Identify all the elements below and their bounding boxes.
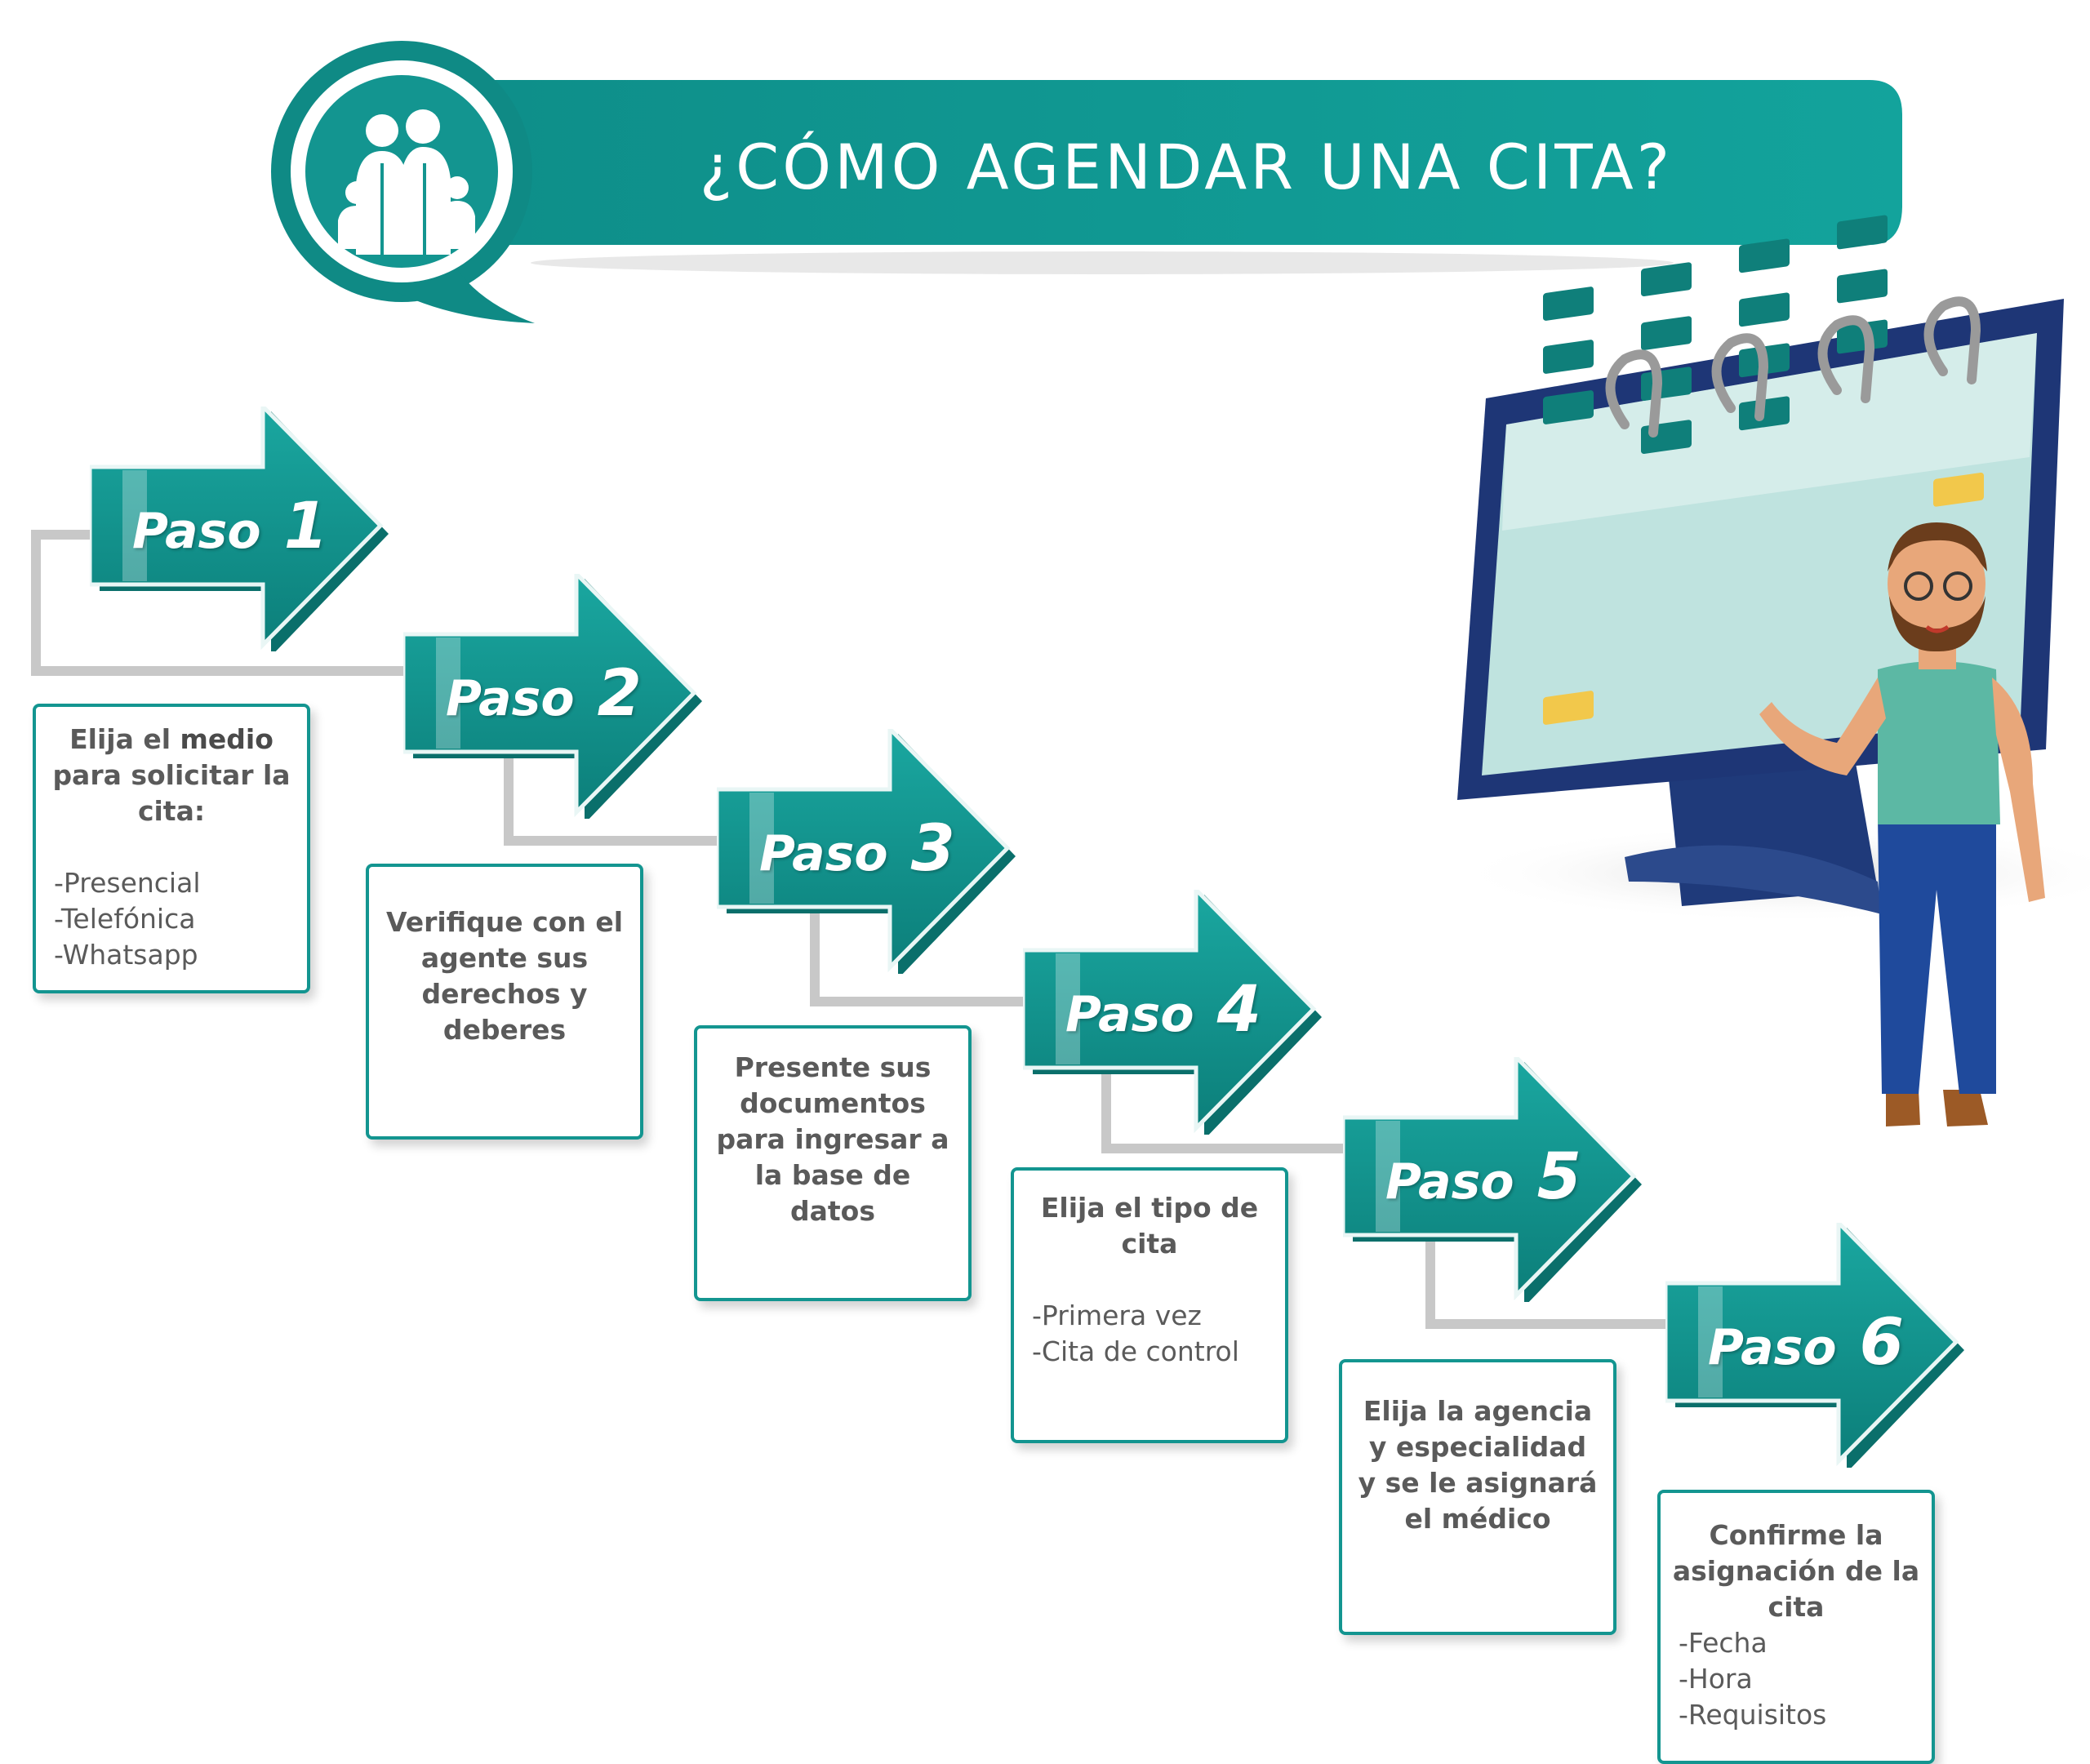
step-6-option: -Hora <box>1679 1663 1753 1695</box>
step-box-3: Presente sus documentos para ingresar a … <box>694 1025 972 1301</box>
step-4-option: -Primera vez <box>1032 1300 1202 1331</box>
step-description-2: Verifique con el agente sus derechos y d… <box>385 906 624 1046</box>
step-connectors <box>31 530 1698 1329</box>
step-description-5: Elija la agencia y especialidad y se le … <box>1358 1395 1598 1535</box>
step-description-6: Confirme la asignación de la cita <box>1672 1519 1920 1623</box>
family-icon <box>271 41 535 323</box>
header-banner <box>441 80 1902 274</box>
step-box-5: Elija la agencia y especialidad y se le … <box>1339 1359 1616 1635</box>
step-box-2: Verifique con el agente sus derechos y d… <box>366 864 643 1140</box>
step-6-option: -Requisitos <box>1679 1699 1827 1731</box>
step-1-option: -Whatsapp <box>54 939 198 971</box>
step-1-option: -Telefónica <box>54 903 196 935</box>
step-4-option: -Cita de control <box>1032 1335 1239 1367</box>
step-box-4: Elija el tipo de cita -Primera vez -Cita… <box>1011 1167 1288 1443</box>
step-description-3: Presente sus documentos para ingresar a … <box>716 1051 949 1227</box>
step-description-1: Elija el medio para solicitar la cita: <box>52 723 291 827</box>
step-6-option: -Fecha <box>1679 1627 1768 1659</box>
step-description-4: Elija el tipo de cita <box>1040 1192 1259 1260</box>
step-box-1: Elija el medio para solicitar la cita: -… <box>33 704 310 993</box>
step-1-option: -Presencial <box>54 867 201 899</box>
page-title: ¿CÓMO AGENDAR UNA CITA? <box>699 131 1674 203</box>
step-box-6: Confirme la asignación de la cita -Fecha… <box>1657 1490 1935 1764</box>
calendar-monitor-person-icon <box>1453 215 2090 1126</box>
